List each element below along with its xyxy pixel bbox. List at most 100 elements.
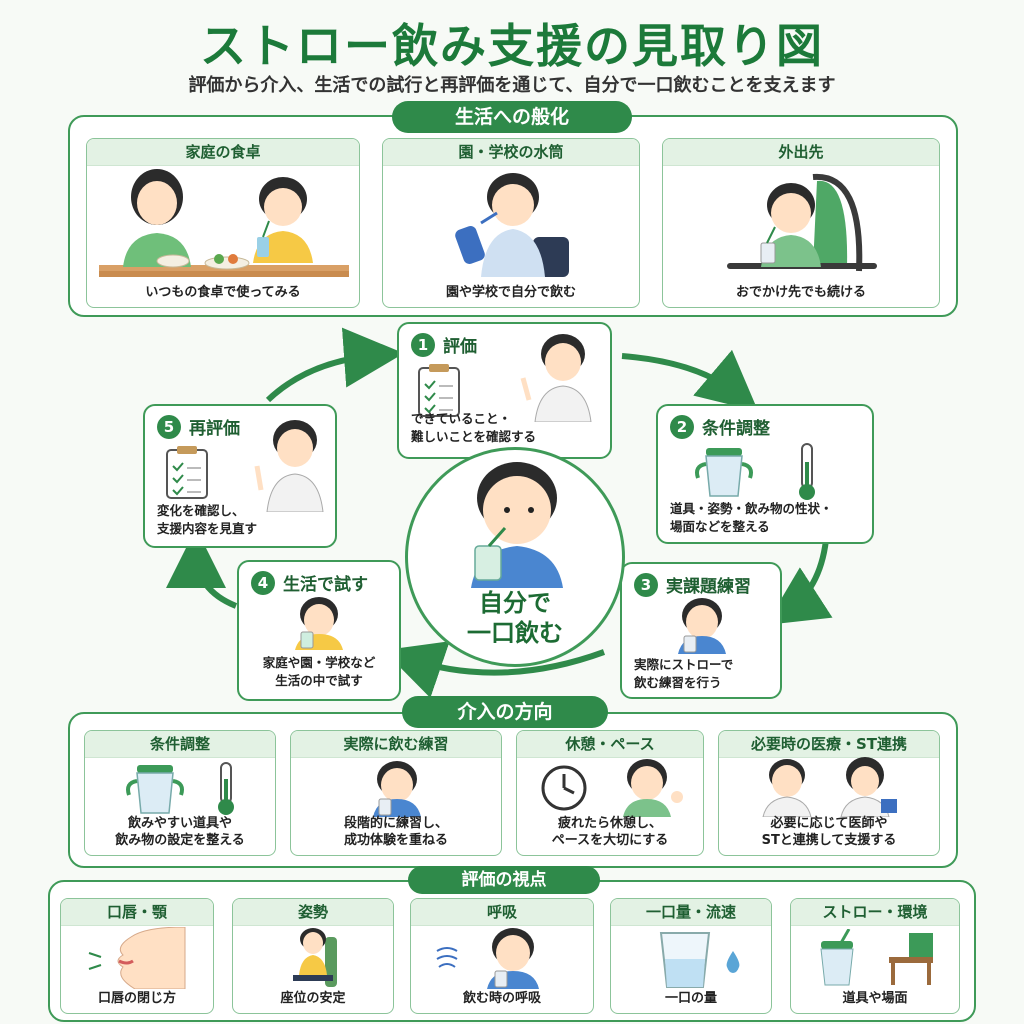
gen-card-home-table: 家庭の食卓 いつもの食卓で使ってみる <box>86 138 360 308</box>
int-card-medical-st: 必要時の医療・ST連携 必要に応じて医師や STと連携して支援する <box>718 730 940 856</box>
glass-icon <box>659 932 711 988</box>
step-number: 5 <box>157 414 181 439</box>
clock-icon <box>541 765 587 811</box>
int-card-caption: 必要に応じて医師や STと連携して支援する <box>719 815 939 849</box>
step-number: 3 <box>634 572 658 597</box>
step-title: 生活で試す <box>283 575 368 595</box>
step-desc: 変化を確認し、 支援内容を見直す <box>157 502 257 538</box>
int-card-caption: 飲みやすい道具や 飲み物の設定を整える <box>85 815 275 849</box>
home-table-illustration <box>99 169 349 277</box>
step-desc-line: 生活の中で試す <box>275 673 363 688</box>
view-card-title: 呼吸 <box>411 899 593 926</box>
view-card-title: 一口量・流速 <box>611 899 771 926</box>
clipboard-icon <box>418 364 460 417</box>
clipboard-icon <box>166 446 208 499</box>
stroller-illustration <box>727 173 877 272</box>
view-card-title: 姿勢 <box>233 899 393 926</box>
page-title: ストロー飲み支援の見取り図 <box>200 19 824 73</box>
gen-card-caption: おでかけ先でも続ける <box>735 285 866 300</box>
step-desc: できていること・ 難しいことを確認する <box>411 410 536 446</box>
viewpoints-heading: 評価の視点 <box>408 866 600 894</box>
step-title: 再評価 <box>189 419 240 439</box>
view-card-title: ストロー・環境 <box>791 899 959 926</box>
cycle-step-1: 1 評価 できていること・ 難しいことを確認する <box>397 322 612 459</box>
step-desc-line: 道具・姿勢・飲み物の性状・ <box>670 501 833 516</box>
int-card-caption: 疲れたら休憩し、 ペースを大切にする <box>517 815 703 849</box>
caption-line: 必要に応じて医師や <box>770 816 888 831</box>
step-desc-line: 飲む練習を行う <box>634 675 722 690</box>
int-card-rest-pace: 休憩・ペース 疲れたら休憩し、 ペースを大切にする <box>516 730 704 856</box>
view-card-breathing: 呼吸 飲む時の呼吸 <box>410 898 594 1014</box>
cycle-step-3: 3 実課題練習 実際にストローで 飲む練習を行う <box>620 562 782 699</box>
step-desc-line: 難しいことを確認する <box>411 429 537 444</box>
int-card-conditions: 条件調整 飲みやすい道具や 飲み物の設定を整える <box>84 730 276 856</box>
straw-cup-icon <box>820 929 854 986</box>
step-desc: 家庭や園・学校など 生活の中で試す <box>249 654 389 690</box>
view-card-straw-env: ストロー・環境 道具や場面 <box>790 898 960 1014</box>
child-trying-illustration <box>295 597 343 650</box>
lips-profile-illustration <box>88 927 186 989</box>
center-goal: 自分で 一口飲む <box>405 447 625 667</box>
step-number: 4 <box>251 570 275 595</box>
step-desc-line: 支援内容を見直す <box>157 521 258 536</box>
child-breathing-illustration <box>487 928 539 989</box>
view-card-caption: 道具や場面 <box>842 991 908 1006</box>
step-desc: 道具・姿勢・飲み物の性状・ 場面などを整える <box>670 500 833 536</box>
caption-line: ペースを大切にする <box>551 833 669 848</box>
view-card-caption: 座位の安定 <box>280 991 346 1006</box>
doctor-st-illustration <box>762 757 897 817</box>
step-desc-line: 家庭や園・学校など <box>262 655 376 670</box>
caption-line: 疲れたら休憩し、 <box>557 816 662 831</box>
arrow-2-to-3 <box>765 539 833 626</box>
child-practice-illustration <box>373 761 421 817</box>
step-number: 1 <box>411 332 435 357</box>
step-desc-line: 場面などを整える <box>670 519 770 534</box>
view-card-caption: 飲む時の呼吸 <box>462 991 541 1006</box>
cycle-step-2: 2 条件調整 道具・姿勢・飲み物の性状・ 場面などを整える <box>656 404 874 544</box>
step-number: 2 <box>670 414 694 439</box>
gen-card-title: 園・学校の水筒 <box>383 139 639 166</box>
gen-card-outing: 外出先 おでかけ先でも続ける <box>662 138 940 308</box>
caption-line: 飲みやすい道具や <box>127 816 232 831</box>
gen-card-school-bottle: 園・学校の水筒 園や学校で自分で飲む <box>382 138 640 308</box>
center-line: 自分で <box>479 589 551 617</box>
caption-line: STと連携して支援する <box>761 833 897 848</box>
view-card-caption: 口唇の閉じ方 <box>97 991 176 1006</box>
int-card-title: 必要時の医療・ST連携 <box>719 731 939 758</box>
training-cup-icon <box>695 448 753 497</box>
view-card-sip-flow: 一口量・流速 一口の量 <box>610 898 772 1014</box>
thermometer-icon <box>218 762 234 815</box>
step-title: 条件調整 <box>702 419 770 439</box>
intervention-heading: 介入の方向 <box>402 696 608 728</box>
page-subtitle: 評価から介入、生活での試行と再評価を通じて、自分で一口飲むことを支えます <box>188 75 836 96</box>
teacher-illustration <box>254 420 324 512</box>
center-goal-text: 自分で 一口飲む <box>408 588 622 648</box>
child-drinking-illustration <box>471 462 563 588</box>
view-card-caption: 一口の量 <box>664 991 717 1006</box>
child-seated-illustration <box>293 928 337 987</box>
int-card-title: 休憩・ペース <box>517 731 703 758</box>
breathing-wind-icon <box>436 947 458 968</box>
int-card-title: 実際に飲む練習 <box>291 731 501 758</box>
step-desc-line: できていること・ <box>411 411 512 426</box>
step-desc-line: 変化を確認し、 <box>157 503 245 518</box>
step-title: 実課題練習 <box>666 577 751 597</box>
cycle-step-5: 5 再評価 変化を確認し、 支援内容を見直す <box>143 404 337 548</box>
step-desc: 実際にストローで 飲む練習を行う <box>634 656 733 692</box>
caption-line: 段階的に練習し、 <box>343 816 448 831</box>
view-card-title: 口唇・顎 <box>61 899 213 926</box>
int-card-practice: 実際に飲む練習 段階的に練習し、 成功体験を重ねる <box>290 730 502 856</box>
chair-icon <box>889 933 933 985</box>
gen-card-caption: 園や学校で自分で飲む <box>445 285 576 300</box>
water-drop-icon <box>726 951 740 973</box>
school-bottle-illustration <box>455 173 569 277</box>
view-card-lips-jaw: 口唇・顎 口唇の閉じ方 <box>60 898 214 1014</box>
gen-card-caption: いつもの食卓で使ってみる <box>145 285 301 300</box>
center-line: 一口飲む <box>467 619 563 647</box>
arrow-4-to-5 <box>166 528 238 609</box>
int-card-title: 条件調整 <box>85 731 275 758</box>
step-desc-line: 実際にストローで <box>634 657 734 672</box>
generalization-heading: 生活への般化 <box>392 101 632 133</box>
step-title: 評価 <box>443 337 477 357</box>
arrow-1-to-2 <box>621 349 759 412</box>
